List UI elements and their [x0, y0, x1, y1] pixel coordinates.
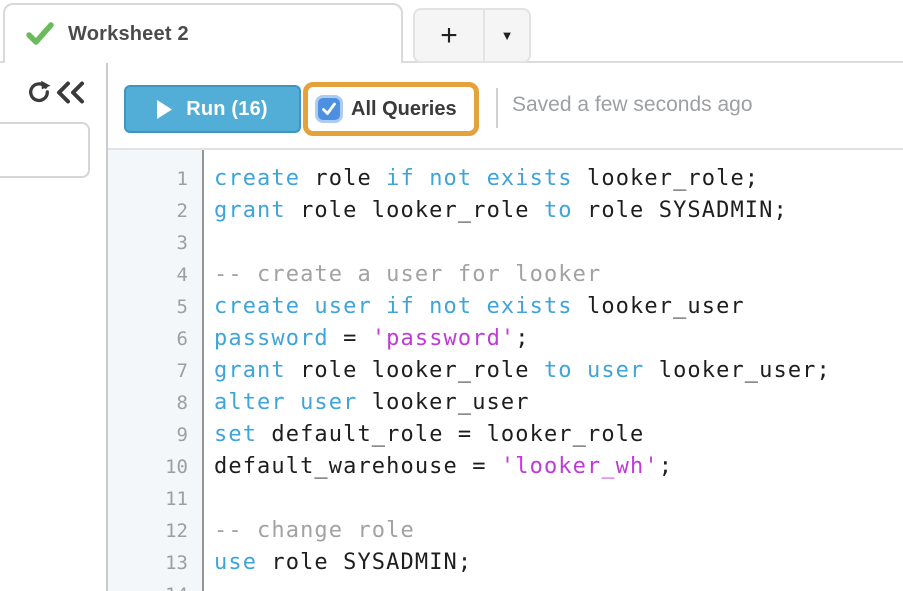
collapse-double-chevron-icon: [55, 81, 86, 104]
code-rows: 1 create role if not exists looker_role; 2…: [108, 150, 903, 591]
line-number: 6: [176, 328, 188, 350]
code-line[interactable]: 13 use role SYSADMIN;: [108, 547, 903, 579]
code-line[interactable]: 10 default_warehouse = 'looker_wh';: [108, 451, 903, 483]
line-number: 4: [176, 264, 188, 286]
check-icon: [26, 22, 54, 46]
code-line[interactable]: 11: [108, 483, 903, 515]
worksheet-menu-button[interactable]: ▼: [485, 10, 529, 61]
line-number: 9: [176, 424, 188, 446]
all-queries-highlight: All Queries: [303, 82, 479, 136]
refresh-button[interactable]: [26, 78, 52, 105]
line-number: 11: [165, 488, 188, 510]
code-text[interactable]: grant role looker_role to user looker_us…: [214, 358, 831, 383]
line-number: 5: [176, 296, 188, 318]
saved-status: Saved a few seconds ago: [512, 93, 753, 116]
tab-label: Worksheet 2: [68, 22, 189, 45]
code-line[interactable]: 12 -- change role: [108, 515, 903, 547]
run-button-label: Run (16): [186, 97, 268, 120]
code-text[interactable]: grant role looker_role to role SYSADMIN;: [214, 198, 788, 223]
code-line[interactable]: 3: [108, 227, 903, 259]
line-number: 10: [165, 456, 188, 478]
code-line[interactable]: 2 grant role looker_role to role SYSADMIN…: [108, 195, 903, 227]
play-icon: [157, 99, 173, 119]
toolbar: Run (16) All Queries Saved a few seconds…: [108, 63, 903, 150]
code-text[interactable]: [202, 483, 903, 515]
code-text[interactable]: set default_role = looker_role: [214, 422, 645, 447]
worksheet-content: Run (16) All Queries Saved a few seconds…: [108, 63, 903, 591]
line-number: 13: [165, 552, 188, 574]
new-worksheet-button[interactable]: +: [415, 10, 485, 61]
code-line[interactable]: 14: [108, 579, 903, 591]
code-line[interactable]: 6 password = 'password';: [108, 323, 903, 355]
checkmark-icon: [321, 102, 337, 116]
sidebar-panel: [0, 122, 90, 178]
code-text[interactable]: create user if not exists looker_user: [214, 294, 745, 319]
code-text[interactable]: [202, 579, 903, 591]
code-line[interactable]: 5 create user if not exists looker_user: [108, 291, 903, 323]
code-line[interactable]: 9 set default_role = looker_role: [108, 419, 903, 451]
all-queries-label[interactable]: All Queries: [351, 97, 457, 120]
toolbar-separator: [496, 88, 498, 128]
code-line[interactable]: 1 create role if not exists looker_role;: [108, 163, 903, 195]
line-number: 1: [176, 168, 188, 190]
line-number: 8: [176, 392, 188, 414]
refresh-icon: [26, 78, 52, 105]
code-text[interactable]: -- change role: [214, 518, 415, 543]
plus-icon: +: [440, 18, 458, 52]
code-text[interactable]: default_warehouse = 'looker_wh';: [214, 454, 674, 479]
code-line[interactable]: 4 -- create a user for looker: [108, 259, 903, 291]
line-number: 3: [176, 232, 188, 254]
run-button[interactable]: Run (16): [124, 85, 301, 133]
sql-editor[interactable]: 1 create role if not exists looker_role; 2…: [108, 150, 903, 591]
code-text[interactable]: [202, 227, 903, 259]
code-text[interactable]: use role SYSADMIN;: [214, 550, 473, 575]
line-number: 2: [176, 200, 188, 222]
line-number: 14: [108, 579, 202, 591]
code-text[interactable]: alter user looker_user: [214, 390, 530, 415]
line-number-gutter: [108, 150, 204, 591]
tab-worksheet-2[interactable]: Worksheet 2: [3, 3, 403, 63]
sidebar-divider: [106, 63, 108, 591]
line-number: 12: [165, 520, 188, 542]
code-text[interactable]: password = 'password';: [214, 326, 530, 351]
code-text[interactable]: -- create a user for looker: [214, 262, 602, 287]
line-number: 7: [176, 360, 188, 382]
all-queries-checkbox[interactable]: [318, 98, 340, 120]
collapse-sidebar-button[interactable]: [55, 81, 86, 104]
caret-down-icon: ▼: [500, 28, 514, 43]
code-text[interactable]: create role if not exists looker_role;: [214, 166, 760, 191]
code-line[interactable]: 8 alter user looker_user: [108, 387, 903, 419]
code-line[interactable]: 7 grant role looker_role to user looker_u…: [108, 355, 903, 387]
tab-actions: + ▼: [413, 8, 531, 63]
